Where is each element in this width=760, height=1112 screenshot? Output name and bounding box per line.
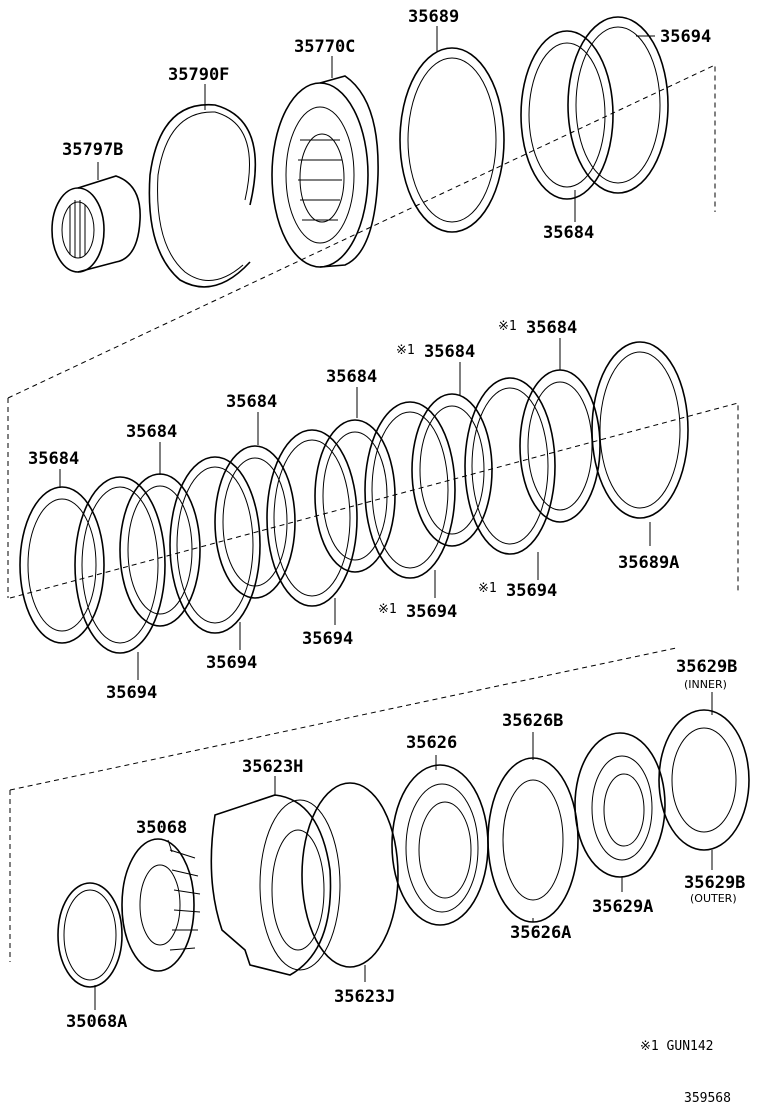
label-35790f: 35790F [168, 65, 229, 85]
part-35684-top-disc [520, 30, 614, 200]
clutch-pack [19, 341, 689, 654]
footnote: ※1 GUN142 [640, 1039, 714, 1054]
part-35068-spring-retainer [121, 838, 201, 972]
label-35770c: 35770C [294, 37, 355, 57]
label-35689a: 35689A [618, 553, 679, 573]
label-35629a: 35629A [592, 897, 653, 917]
part-35790f-snap-ring [148, 103, 257, 288]
label-35684-1: 35684 [28, 449, 79, 469]
leader-lines [59, 26, 713, 1010]
label-35694-top: 35694 [660, 27, 711, 47]
label-35694-1: 35694 [106, 683, 157, 703]
figure-number: 359568 [684, 1091, 731, 1106]
part-35623j-seal [301, 782, 399, 968]
label-35689: 35689 [408, 7, 459, 27]
part-35629a-cover [574, 732, 666, 878]
mark-1: ※1 [396, 343, 415, 358]
label-35694-3: 35694 [302, 629, 353, 649]
part-35626-seal-pair [487, 757, 579, 923]
label-35626a: 35626A [510, 923, 571, 943]
part-35689-plate [399, 47, 505, 233]
label-35797b: 35797B [62, 140, 123, 160]
label-35684-top: 35684 [543, 223, 594, 243]
label-35694-2: 35694 [206, 653, 257, 673]
label-35626: 35626 [406, 733, 457, 753]
label-35694-5: 35694 [506, 581, 557, 601]
mark-3: ※1 [378, 602, 397, 617]
label-35623j: 35623J [334, 987, 395, 1007]
part-35626-piston [391, 764, 489, 926]
label-35694-4: 35694 [406, 602, 457, 622]
label-35684-5: 35684 [424, 342, 475, 362]
mark-2: ※1 [498, 319, 517, 334]
group-boundaries [7, 64, 739, 962]
label-35684-6: 35684 [526, 318, 577, 338]
mark-4: ※1 [478, 581, 497, 596]
label-inner: (INNER) [684, 678, 727, 691]
label-35684-3: 35684 [226, 392, 277, 412]
label-35068: 35068 [136, 818, 187, 838]
label-35623h: 35623H [242, 757, 303, 777]
part-labels: 35797B 35790F 35770C 35689 35694 35684 3… [28, 7, 745, 1106]
part-35068a-snap-ring [57, 882, 123, 988]
label-35629b-outer: 35629B [684, 873, 745, 893]
part-35694-top-plate [567, 16, 669, 194]
part-35629b-seals [658, 709, 750, 851]
part-35770c-drum [271, 75, 379, 268]
label-35629b-inner: 35629B [676, 657, 737, 677]
part-35797b-bearing [51, 175, 141, 273]
label-35684-2: 35684 [126, 422, 177, 442]
label-35626b: 35626B [502, 711, 563, 731]
label-outer: (OUTER) [690, 892, 737, 905]
label-35068a: 35068A [66, 1012, 127, 1032]
label-35684-4: 35684 [326, 367, 377, 387]
